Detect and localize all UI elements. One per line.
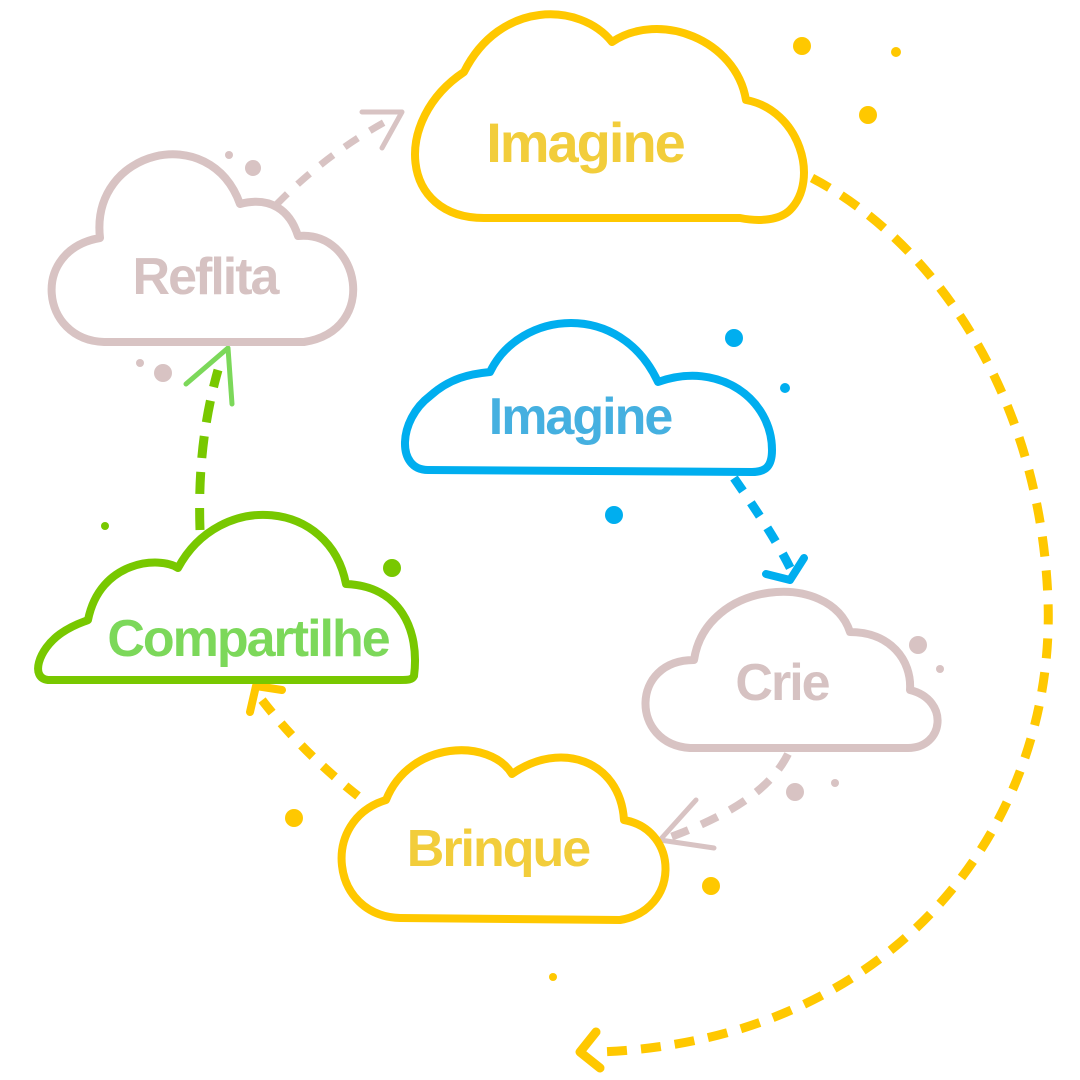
decorative-dots bbox=[101, 37, 944, 981]
arrow-line bbox=[258, 697, 361, 800]
cloud-icon bbox=[641, 587, 942, 752]
arrow-head-icon bbox=[183, 345, 235, 407]
node-reflita[interactable]: Reflita bbox=[47, 150, 358, 346]
arrow-line bbox=[273, 112, 398, 208]
dot bbox=[245, 160, 261, 176]
dot bbox=[793, 37, 811, 55]
dot bbox=[605, 506, 623, 524]
dot bbox=[549, 973, 557, 981]
dot bbox=[225, 151, 233, 159]
node-label: Imagine bbox=[486, 111, 684, 174]
dot bbox=[285, 809, 303, 827]
dot bbox=[154, 364, 172, 382]
edge-imagine-top-to-next-cycle bbox=[575, 174, 1053, 1073]
edge-crie-to-brinque bbox=[657, 752, 792, 851]
cloud-icon bbox=[411, 10, 808, 224]
node-label: Imagine bbox=[489, 388, 673, 446]
cloud-icon bbox=[401, 319, 776, 476]
arrow-head-icon bbox=[762, 554, 808, 584]
cloud-icon bbox=[34, 510, 419, 684]
node-compartilhe[interactable]: Compartilhe bbox=[34, 510, 419, 684]
dot bbox=[936, 665, 944, 673]
node-imagine-center[interactable]: Imagine bbox=[401, 319, 776, 476]
edge-brinque-to-compartilhe bbox=[246, 682, 361, 800]
arrow-head-icon bbox=[246, 682, 286, 716]
dot bbox=[891, 47, 901, 57]
node-label: Compartilhe bbox=[107, 610, 389, 668]
dot bbox=[831, 779, 839, 787]
dot bbox=[786, 783, 804, 801]
arrow-line bbox=[730, 475, 800, 580]
arrow-line bbox=[666, 752, 792, 842]
cloud-icon bbox=[337, 746, 670, 924]
dot bbox=[136, 359, 144, 367]
arrow-line bbox=[195, 368, 223, 531]
edge-reflita-to-imagine-top bbox=[273, 109, 405, 208]
dot bbox=[859, 106, 877, 124]
cloud-icon bbox=[47, 150, 358, 346]
arrow-line bbox=[599, 174, 1053, 1057]
dot bbox=[702, 877, 720, 895]
node-label: Brinque bbox=[407, 820, 591, 878]
edge-compartilhe-to-reflita bbox=[183, 345, 235, 531]
edge-imagine-center-to-crie bbox=[730, 475, 808, 584]
dot bbox=[725, 329, 743, 347]
node-brinque[interactable]: Brinque bbox=[337, 746, 670, 924]
node-label: Crie bbox=[735, 654, 829, 712]
arrow-head-icon bbox=[575, 1027, 605, 1073]
arrow-head-icon bbox=[359, 109, 405, 151]
node-imagine-top[interactable]: Imagine bbox=[411, 10, 808, 224]
dot bbox=[383, 559, 401, 577]
dot bbox=[909, 636, 927, 654]
node-label: Reflita bbox=[133, 248, 281, 306]
dot bbox=[101, 522, 109, 530]
node-crie[interactable]: Crie bbox=[641, 587, 942, 752]
dot bbox=[780, 383, 790, 393]
